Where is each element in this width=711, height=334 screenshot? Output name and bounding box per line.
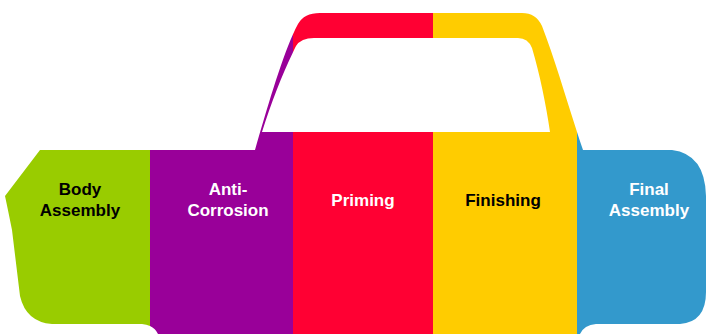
stage-label: Finishing	[443, 190, 563, 211]
band-fill	[5, 13, 150, 334]
band-fill	[433, 13, 577, 334]
band-shape	[150, 0, 293, 334]
band-fill	[150, 13, 293, 334]
process-band: Priming	[293, 0, 433, 334]
band-fill	[293, 13, 433, 334]
stage-label: Body Assembly	[34, 179, 126, 221]
band-shape	[293, 0, 433, 334]
process-band: Anti- Corrosion	[150, 0, 293, 334]
band-shape	[0, 0, 150, 334]
process-band: Body Assembly	[0, 0, 150, 334]
band-fill	[577, 13, 706, 334]
stage-label: Final Assembly	[603, 179, 695, 221]
stage-label: Anti- Corrosion	[180, 179, 276, 221]
process-band: Final Assembly	[577, 0, 711, 334]
band-shape	[577, 0, 711, 334]
process-band: Finishing	[433, 0, 577, 334]
band-shape	[433, 0, 577, 334]
stage-label: Priming	[303, 190, 423, 211]
